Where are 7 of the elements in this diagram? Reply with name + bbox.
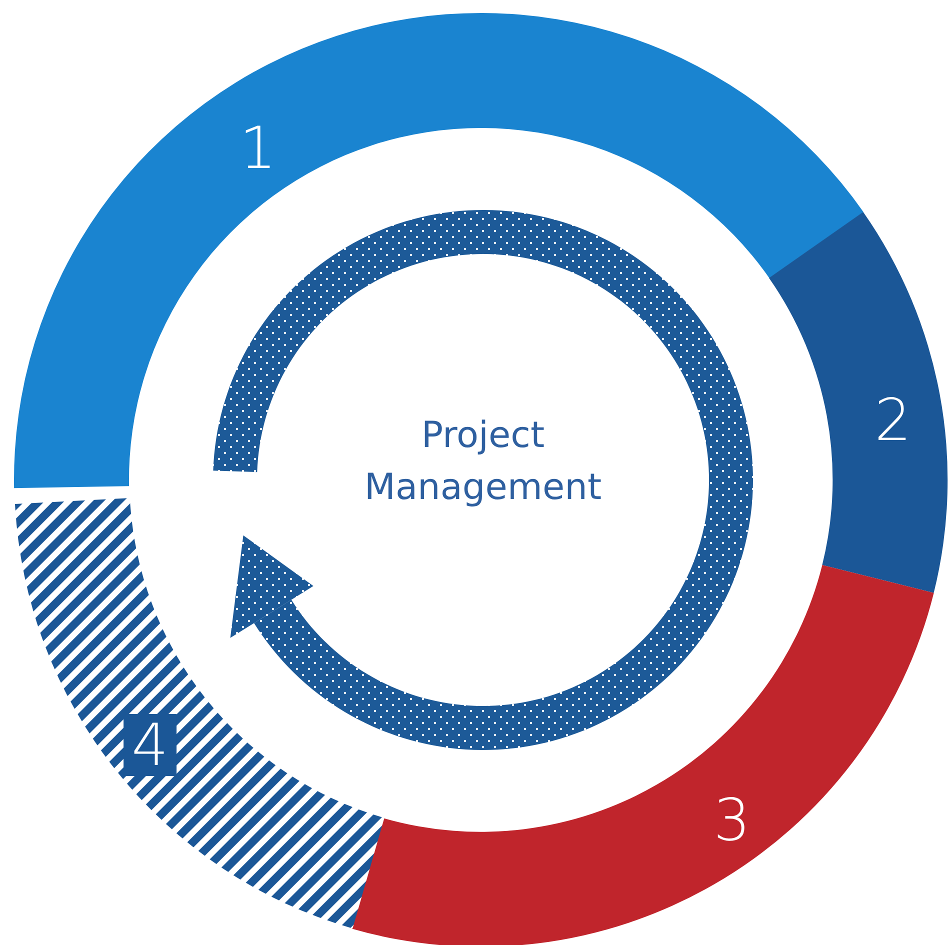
segment-number: 1	[240, 118, 276, 177]
segment-number: 4	[124, 714, 176, 776]
ring-segment	[352, 565, 934, 945]
segment-number: 3	[714, 790, 750, 849]
ring-segment	[769, 212, 948, 593]
segment-number: 2	[874, 390, 912, 449]
center-title: Project Management	[363, 414, 603, 510]
